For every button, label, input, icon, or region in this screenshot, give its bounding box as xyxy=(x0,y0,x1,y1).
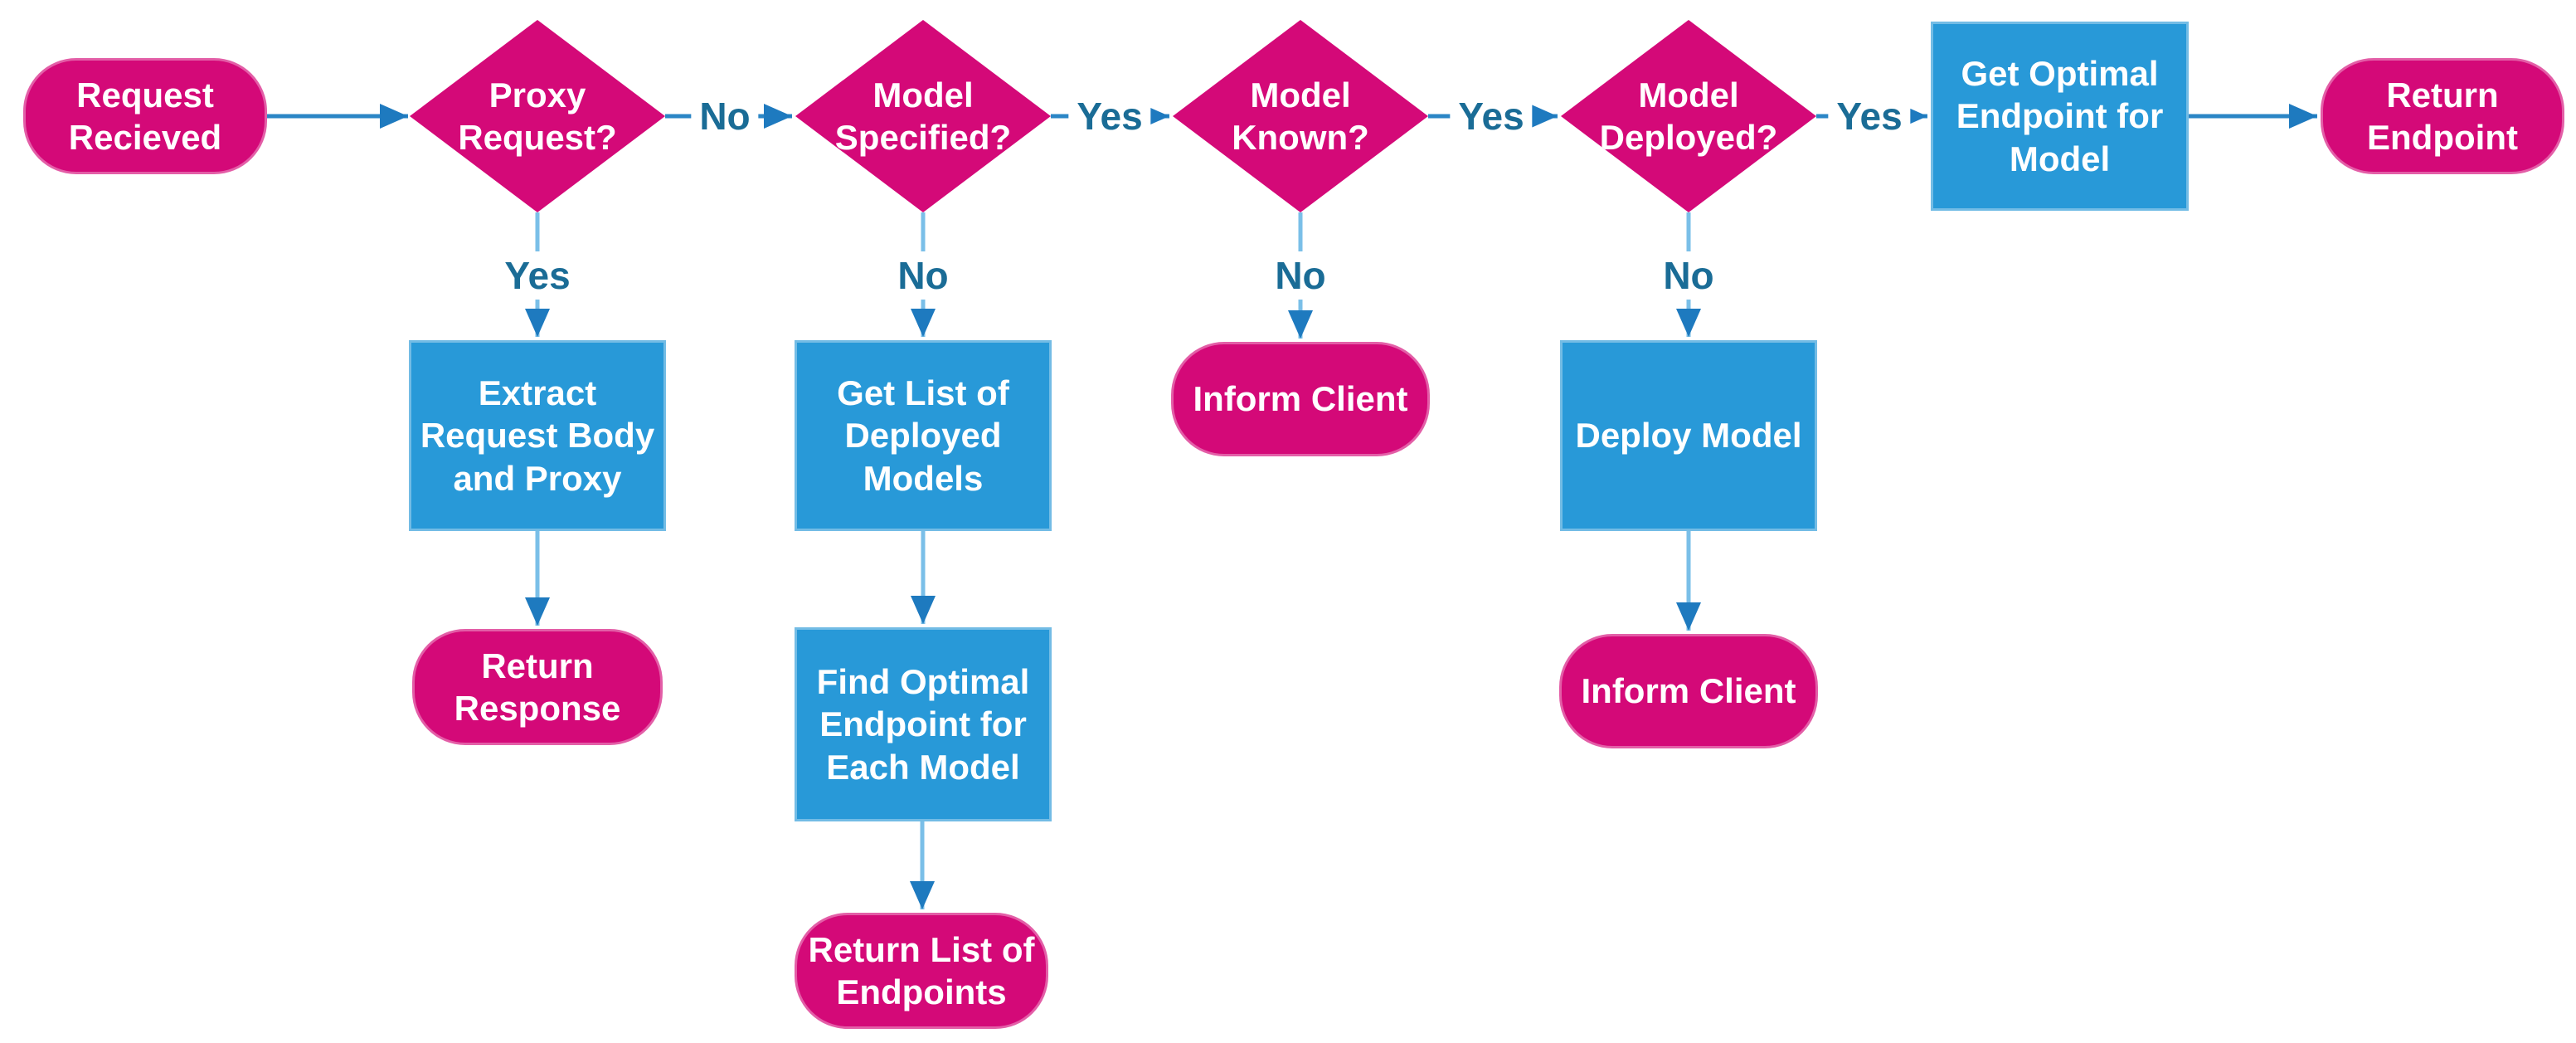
edge-label-proxy-yes: Yes xyxy=(496,251,579,300)
node-inform-client-not-deployed: Inform Client xyxy=(1559,634,1818,748)
edge-label-specified-no: No xyxy=(889,251,957,300)
edge-label-known-no: No xyxy=(1266,251,1334,300)
node-get-list-deployed-models: Get List of Deployed Models xyxy=(795,340,1052,531)
node-extract-request-body: Extract Request Body and Proxy xyxy=(409,340,666,531)
edge-label-known-yes: Yes xyxy=(1450,92,1533,140)
edge-label-deployed-no: No xyxy=(1655,251,1723,300)
node-find-optimal-endpoint: Find Optimal Endpoint for Each Model xyxy=(795,627,1052,821)
node-request-received: Request Recieved xyxy=(23,58,267,174)
edge-label-proxy-no: No xyxy=(691,92,759,140)
node-inform-client-model-unknown: Inform Client xyxy=(1171,342,1430,456)
edge-label-specified-yes: Yes xyxy=(1068,92,1151,140)
node-return-response: Return Response xyxy=(412,629,663,745)
node-deploy-model: Deploy Model xyxy=(1560,340,1817,531)
edge-label-deployed-yes: Yes xyxy=(1828,92,1911,140)
node-return-endpoint: Return Endpoint xyxy=(2321,58,2564,174)
node-get-optimal-endpoint: Get Optimal Endpoint for Model xyxy=(1931,22,2189,211)
node-return-list-endpoints: Return List of Endpoints xyxy=(795,913,1048,1029)
